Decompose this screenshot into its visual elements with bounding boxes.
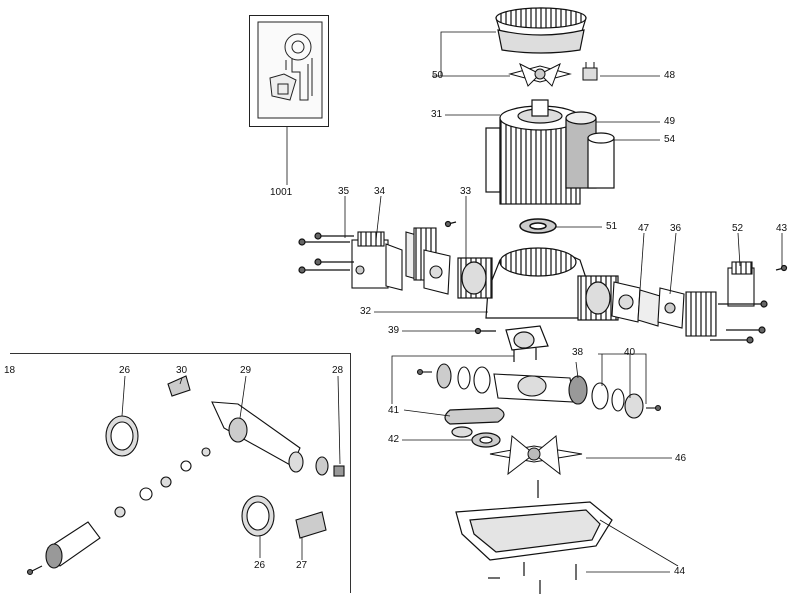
electric-motor	[485, 99, 597, 205]
callout-54: 54	[664, 134, 676, 145]
crankcase	[457, 247, 619, 321]
callout-47: 47	[638, 223, 650, 234]
callout-29: 29	[240, 365, 252, 376]
bolts-35	[298, 220, 457, 274]
capacitor	[587, 132, 615, 189]
cooling-fan	[508, 62, 572, 87]
base-pan	[455, 480, 613, 594]
callout-48: 48	[664, 70, 676, 81]
callout-27: 27	[296, 560, 308, 571]
callout-26-bottom: 26	[254, 560, 266, 571]
callout-50: 50	[432, 70, 444, 81]
leader-lines	[121, 31, 783, 573]
callout-26-top: 26	[119, 365, 131, 376]
callout-38: 38	[572, 347, 584, 358]
lower-fan	[489, 435, 583, 476]
callout-51: 51	[606, 221, 618, 232]
callout-31: 31	[431, 109, 443, 120]
wiring-diagram	[257, 21, 323, 119]
spray-gun-parts	[26, 375, 345, 576]
bolts-52	[710, 264, 788, 344]
callout-34: 34	[374, 186, 386, 197]
callout-43: 43	[776, 223, 788, 234]
callout-49: 49	[664, 116, 676, 127]
callout-39: 39	[388, 325, 400, 336]
callout-36: 36	[670, 223, 682, 234]
callout-40: 40	[624, 347, 636, 358]
callout-41: 41	[388, 405, 400, 416]
callout-30: 30	[176, 365, 188, 376]
connecting-rod	[474, 325, 549, 362]
callout-28: 28	[332, 365, 344, 376]
bearing-51	[519, 218, 557, 234]
callout-46: 46	[675, 453, 687, 464]
piston-assembly	[416, 363, 662, 419]
callout-18: 18	[4, 365, 16, 376]
motor-cover	[495, 7, 587, 54]
callout-35: 35	[338, 186, 350, 197]
eccentric-bearing	[444, 407, 505, 448]
switch	[582, 62, 598, 81]
callout-42: 42	[388, 434, 400, 445]
left-cylinder-head	[351, 227, 451, 295]
callout-32: 32	[360, 306, 372, 317]
right-cylinder-head	[611, 261, 755, 337]
callout-1001: 1001	[270, 187, 293, 198]
gun-assembly-frame	[10, 353, 351, 593]
callout-44: 44	[674, 566, 686, 577]
callout-33: 33	[460, 186, 472, 197]
callout-52: 52	[732, 223, 744, 234]
